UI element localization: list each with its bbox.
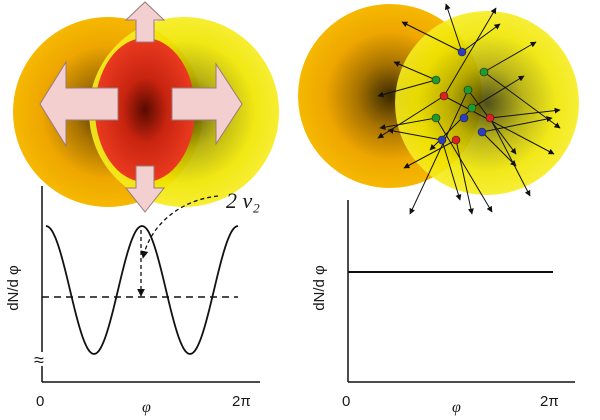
particle-track — [483, 41, 537, 73]
flow-arrow-down — [124, 165, 166, 213]
particle-dot — [439, 91, 449, 101]
particle-track — [461, 23, 501, 53]
nucleus-yellow-right — [395, 11, 579, 195]
particle-track — [489, 107, 561, 119]
particle-track — [393, 61, 437, 81]
flow-arrow-right — [171, 62, 243, 146]
particle-track — [443, 95, 555, 155]
overlap-region — [95, 38, 195, 182]
particle-dot — [467, 103, 477, 113]
particle-track — [489, 117, 531, 197]
left-plot: ≈ 2 v₂ dN/d φ 0 φ 2π — [5, 186, 260, 416]
cosine-curve — [45, 225, 239, 355]
axis-break: ≈ — [34, 350, 44, 370]
particle-dot — [457, 47, 467, 57]
particle-track — [481, 131, 517, 167]
particle-track — [379, 117, 437, 131]
right-x-tick-2pi: 2π — [540, 393, 559, 410]
particle-dot — [463, 85, 473, 95]
left-y-label: dN/d φ — [5, 265, 22, 311]
flow-arrow-left — [39, 60, 119, 148]
particle-track — [444, 3, 463, 53]
flow-arrow-up — [124, 1, 166, 43]
right-plot: dN/d φ 0 φ 2π — [311, 200, 575, 416]
right-x-tick-0: 0 — [342, 393, 350, 410]
left-collision — [13, 1, 279, 213]
particle-track — [377, 79, 437, 98]
particle-track — [435, 117, 493, 213]
particle-dot — [459, 113, 469, 123]
v2-annotation: 2 v₂ — [226, 188, 260, 213]
particle-tracks — [377, 3, 561, 215]
left-x-label: φ — [142, 399, 151, 416]
right-x-label: φ — [452, 399, 461, 416]
particle-track — [455, 139, 474, 215]
particle-dot — [437, 135, 447, 145]
axis-break-mask — [34, 352, 50, 366]
right-y-label: dN/d φ — [311, 265, 328, 311]
particle-dot — [451, 135, 461, 145]
particle-track — [471, 75, 525, 109]
particle-track — [441, 139, 462, 201]
particle-dot — [485, 113, 495, 123]
particle-dot — [431, 113, 441, 123]
left-x-tick-2pi: 2π — [232, 393, 251, 410]
particle-track — [387, 128, 443, 141]
annotation-arc — [140, 195, 219, 259]
particle-track — [443, 7, 497, 97]
particle-dot — [479, 67, 489, 77]
left-x-tick-0: 0 — [36, 393, 44, 410]
particle-dot — [477, 127, 487, 137]
right-collision — [298, 3, 579, 215]
particle-track — [401, 21, 463, 53]
particle-track — [403, 139, 457, 169]
particle-dot — [431, 75, 441, 85]
particle-track — [409, 89, 469, 215]
particle-track — [481, 116, 553, 133]
